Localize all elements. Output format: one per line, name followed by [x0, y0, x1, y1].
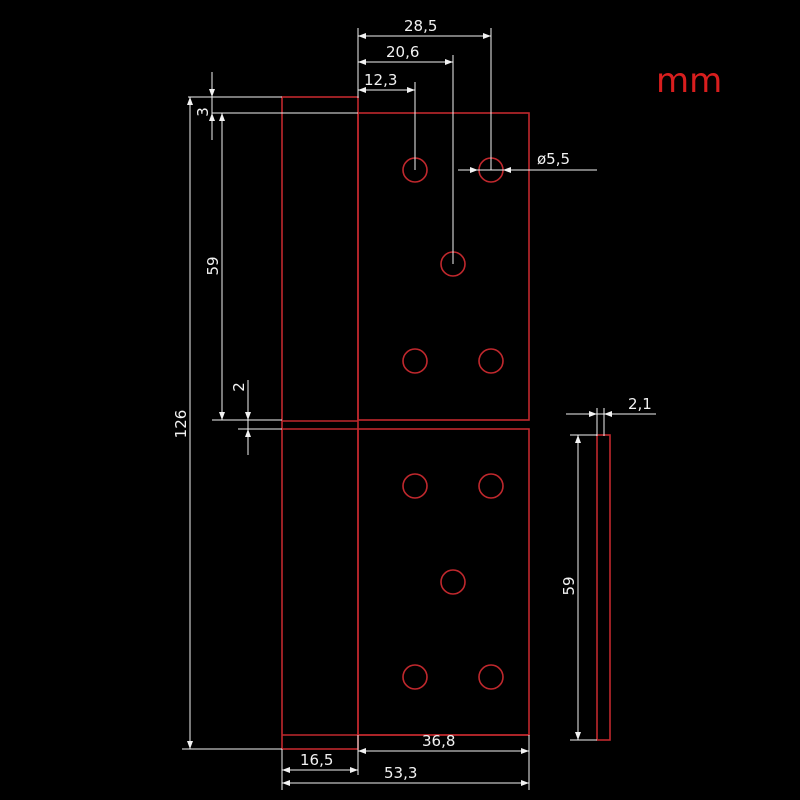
hinge-outline: [281, 96, 611, 750]
dim-36-8: 36,8: [422, 732, 455, 750]
knuckle-strip: [281, 96, 359, 750]
dim-59-side: 59: [560, 576, 578, 595]
hole: [402, 664, 428, 690]
unit-label: mm: [656, 61, 723, 101]
dim-20-6: 20,6: [386, 43, 419, 61]
hole: [402, 348, 428, 374]
dim-12-3: 12,3: [364, 71, 397, 89]
hole: [478, 664, 504, 690]
lower-leaf-holes: [402, 473, 504, 690]
upper-leaf: [357, 112, 530, 421]
dim-53-3: 53,3: [384, 764, 417, 782]
hole: [478, 348, 504, 374]
dim-2: 2: [230, 382, 248, 392]
dimension-lines: [182, 28, 656, 790]
dim-3: 3: [194, 107, 212, 117]
hole: [402, 473, 428, 499]
side-view-plate: [596, 434, 611, 741]
dim-hole-diameter: ø5,5: [537, 150, 570, 168]
dim-16-5: 16,5: [300, 751, 333, 769]
dim-28-5: 28,5: [404, 17, 437, 35]
dim-59-upper: 59: [204, 256, 222, 275]
dimension-labels: 28,5 20,6 12,3 ø5,5 3 59 2 126 2,1 59 16…: [172, 17, 652, 782]
dim-2-1: 2,1: [628, 395, 652, 413]
hole: [478, 473, 504, 499]
hole: [440, 569, 466, 595]
dim-126: 126: [172, 410, 190, 439]
lower-leaf: [357, 428, 530, 736]
